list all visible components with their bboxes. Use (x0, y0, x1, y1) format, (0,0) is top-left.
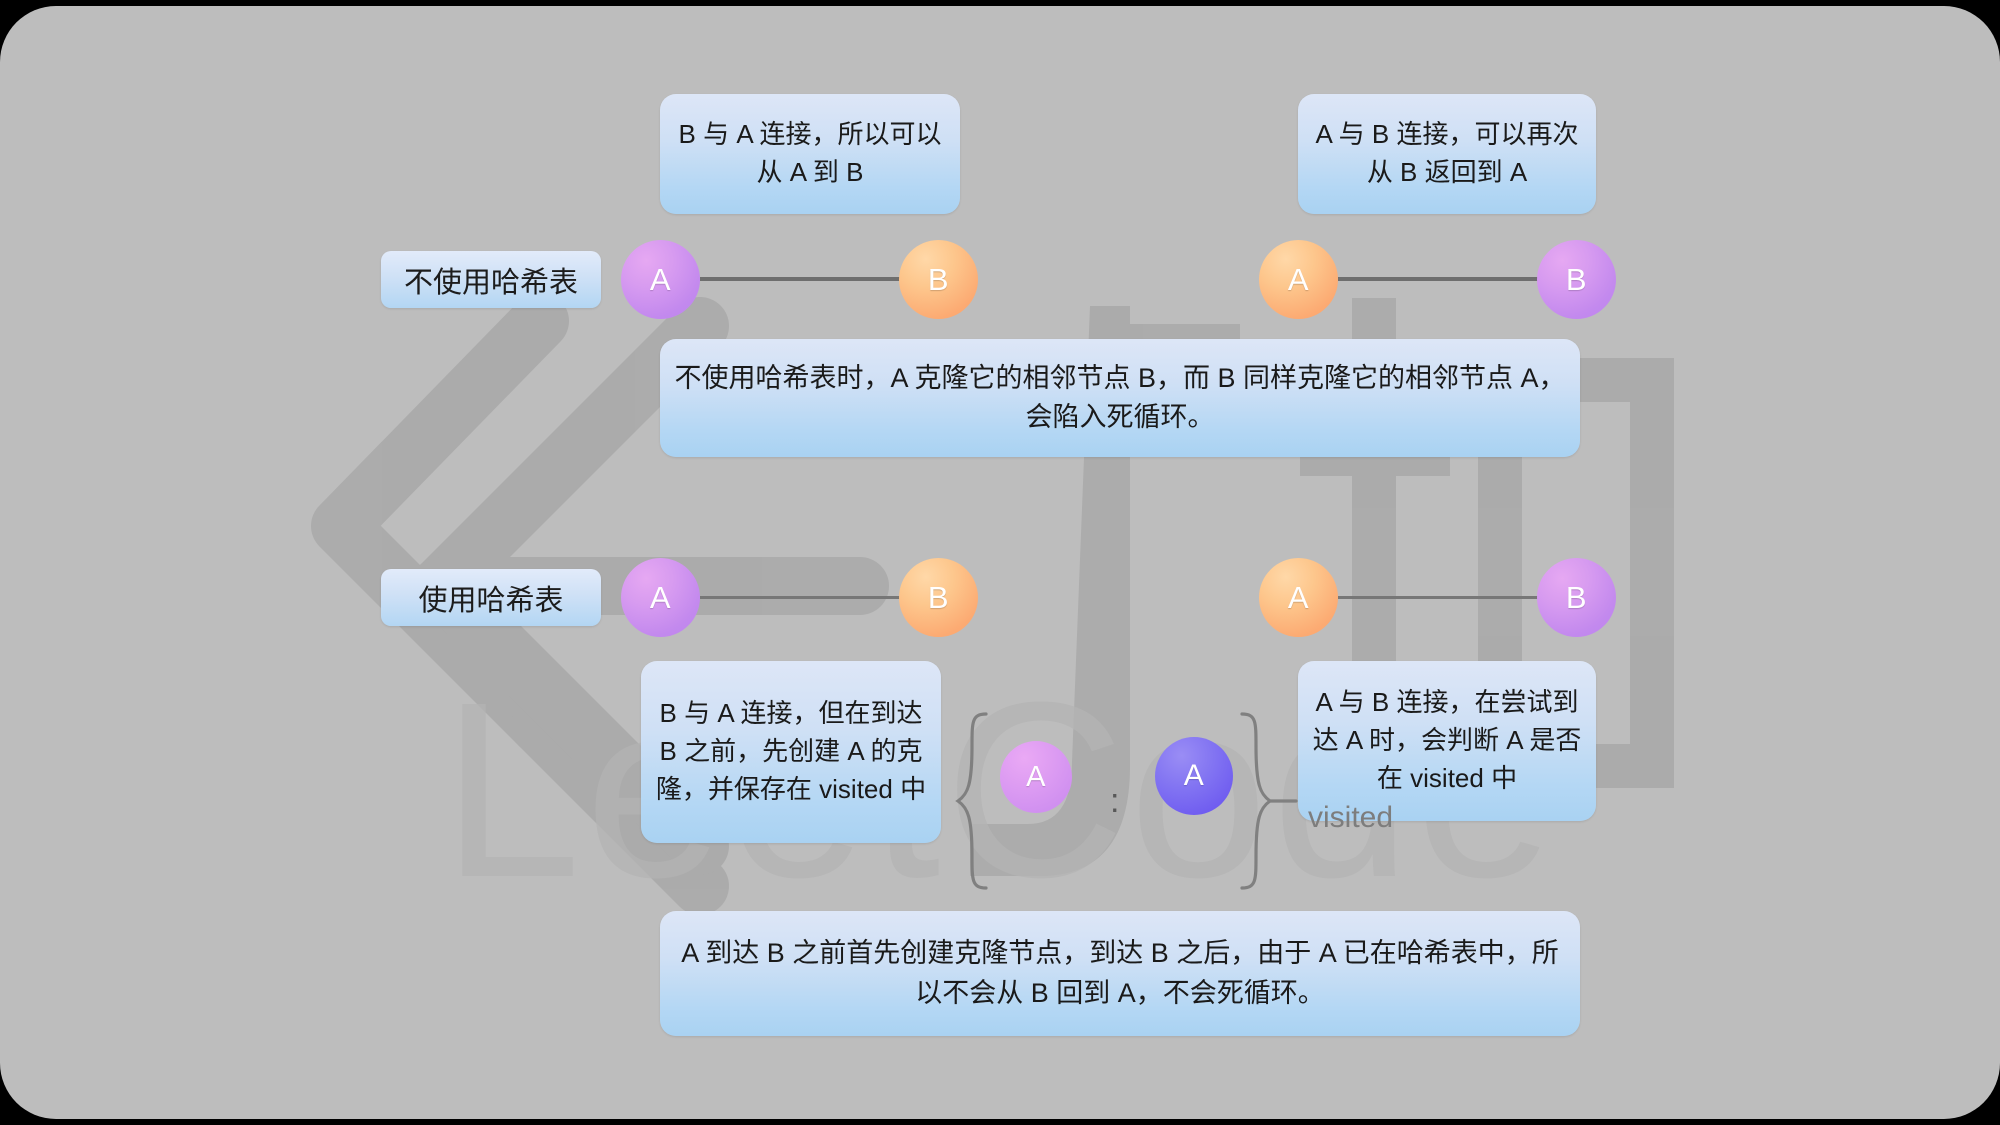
callout-row2-left: B 与 A 连接，但在到达 B 之前，先创建 A 的克隆，并保存在 visite… (641, 661, 941, 843)
summary-row1-text: 不使用哈希表时，A 克隆它的相邻节点 B，而 B 同样克隆它的相邻节点 A，会陷… (674, 362, 1566, 432)
node-row2-right-a: A (1259, 558, 1338, 637)
edge-row2-left (700, 596, 900, 599)
node-row2-left-b: B (899, 558, 978, 637)
visited-separator-text: : (1110, 782, 1120, 820)
visited-label: visited (1308, 801, 1393, 835)
node-label: B (927, 261, 950, 297)
node-label: A (1287, 261, 1310, 297)
visited-brace-group (955, 712, 1298, 890)
summary-row1: 不使用哈希表时，A 克隆它的相邻节点 B，而 B 同样克隆它的相邻节点 A，会陷… (660, 339, 1580, 457)
callout-row1-right-text: A 与 B 连接，可以再次从 B 返回到 A (1315, 119, 1579, 187)
callout-row2-right: A 与 B 连接，在尝试到达 A 时，会判断 A 是否在 visited 中 (1298, 661, 1596, 821)
node-label: A (1026, 760, 1046, 793)
callout-row1-right: A 与 B 连接，可以再次从 B 返回到 A (1298, 94, 1596, 214)
edge-row1-left (700, 277, 900, 281)
callout-row2-right-text: A 与 B 连接，在尝试到达 A 时，会判断 A 是否在 visited 中 (1312, 687, 1582, 793)
visited-separator: : (1110, 784, 1119, 818)
row-label-with-hash: 使用哈希表 (381, 569, 601, 626)
visited-entry-key-node: A (1000, 741, 1072, 813)
node-label: B (927, 579, 950, 615)
node-row1-right-b: B (1537, 240, 1616, 319)
row-label-without-hash: 不使用哈希表 (381, 251, 601, 308)
node-label: A (1183, 759, 1205, 792)
row-label-with-hash-text: 使用哈希表 (418, 584, 564, 617)
node-label: A (649, 579, 672, 615)
callout-row1-left: B 与 A 连接，所以可以从 A 到 B (660, 94, 960, 214)
node-label: B (1565, 579, 1588, 615)
node-row1-right-a: A (1259, 240, 1338, 319)
visited-label-text: visited (1308, 801, 1394, 834)
callout-row2-left-text: B 与 A 连接，但在到达 B 之前，先创建 A 的克隆，并保存在 visite… (655, 698, 927, 804)
node-row2-right-b: B (1537, 558, 1616, 637)
node-label: A (649, 261, 672, 297)
visited-entry-value-node: A (1155, 737, 1233, 815)
row-label-without-hash-text: 不使用哈希表 (403, 266, 578, 299)
summary-row2-text: A 到达 B 之前首先创建克隆节点，到达 B 之后，由于 A 已在哈希表中，所以… (681, 938, 1559, 1008)
node-row2-left-a: A (621, 558, 700, 637)
node-row1-left-b: B (899, 240, 978, 319)
diagram-canvas: LeetCode B 与 A 连接，所以可以从 A 到 B A 与 B 连接，可… (0, 6, 2000, 1119)
node-row1-left-a: A (621, 240, 700, 319)
node-label: B (1565, 261, 1588, 297)
summary-row2: A 到达 B 之前首先创建克隆节点，到达 B 之后，由于 A 已在哈希表中，所以… (660, 911, 1580, 1036)
node-label: A (1287, 579, 1310, 615)
edge-row1-right (1338, 277, 1538, 281)
callout-row1-left-text: B 与 A 连接，所以可以从 A 到 B (678, 119, 942, 187)
edge-row2-right (1338, 596, 1538, 599)
